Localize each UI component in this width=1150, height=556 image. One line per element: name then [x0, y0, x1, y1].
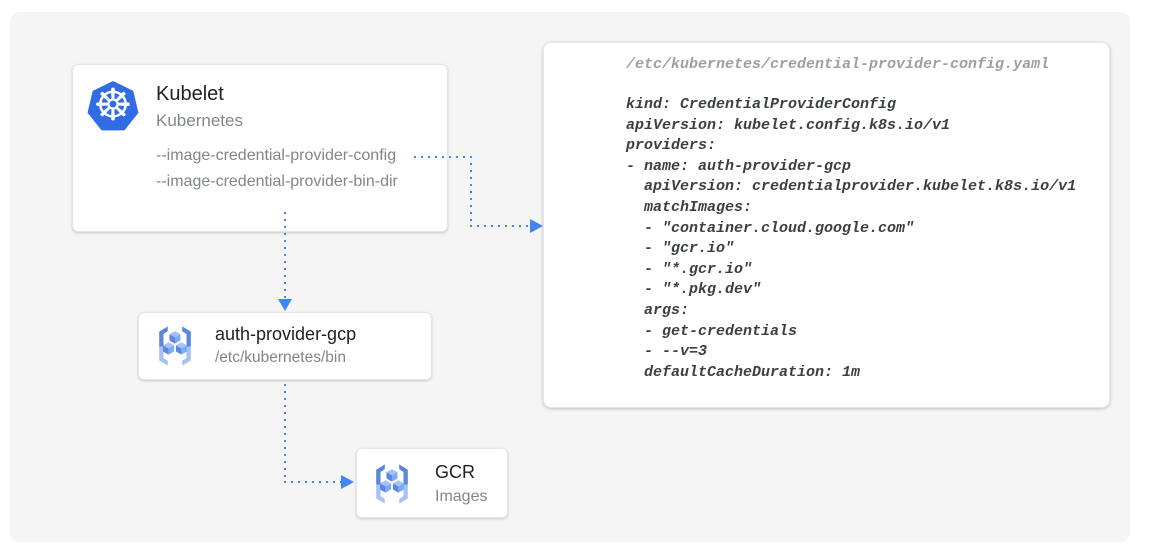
arrow-kubelet-to-auth-provider-line: [284, 212, 286, 300]
cube-bottom-left: [380, 480, 392, 493]
cube-top: [169, 331, 181, 344]
kubelet-subtitle: Kubernetes: [156, 111, 243, 130]
arrow-config-to-yaml-head: [530, 219, 543, 233]
gcr-node: GCR Images: [356, 448, 508, 518]
arrow-auth-provider-to-gcr-segment-1: [284, 384, 286, 481]
cube-bottom-left: [163, 342, 175, 355]
arrow-config-to-yaml-segment-3: [470, 225, 530, 227]
arrow-config-to-yaml-segment-2: [470, 156, 472, 226]
auth-provider-subtitle: /etc/kubernetes/bin: [215, 349, 346, 366]
cube-bottom-right: [175, 342, 187, 355]
arrow-config-to-yaml-segment-1: [414, 156, 472, 158]
cube-bottom-right: [392, 480, 404, 493]
gcr-title: GCR: [435, 462, 475, 482]
arrow-auth-provider-to-gcr-segment-2: [284, 481, 341, 483]
container-registry-icon: [159, 326, 191, 366]
arrow-auth-provider-to-gcr-head: [341, 475, 354, 489]
gcr-text-block: GCR Images: [435, 459, 487, 509]
auth-provider-title: auth-provider-gcp: [215, 324, 357, 344]
cube-top: [386, 469, 398, 482]
yaml-config-filename: /etc/kubernetes/credential-provider-conf…: [626, 56, 1050, 73]
arrow-kubelet-to-auth-provider-head: [278, 299, 292, 311]
flag-image-credential-provider-bin-dir: --image-credential-provider-bin-dir: [156, 173, 398, 190]
kubelet-text-block: Kubelet Kubernetes --image-credential-pr…: [156, 79, 398, 195]
kubelet-node: ☸ Kubelet Kubernetes --image-credential-…: [72, 64, 448, 232]
kubernetes-wheel-glyph: ☸: [93, 80, 133, 131]
container-registry-icon: [376, 464, 408, 504]
kubelet-title: Kubelet: [156, 83, 224, 105]
kubernetes-icon: ☸: [87, 80, 139, 131]
yaml-config-content: kind: CredentialProviderConfig apiVersio…: [626, 96, 1077, 381]
gcr-subtitle: Images: [435, 488, 488, 505]
kubelet-flags: --image-credential-provider-config --ima…: [156, 143, 398, 195]
flag-image-credential-provider-config: --image-credential-provider-config: [156, 147, 397, 164]
auth-provider-gcp-node: auth-provider-gcp /etc/kubernetes/bin: [138, 312, 432, 380]
auth-provider-text-block: auth-provider-gcp /etc/kubernetes/bin: [215, 321, 356, 369]
yaml-config-panel: /etc/kubernetes/credential-provider-conf…: [543, 42, 1110, 408]
